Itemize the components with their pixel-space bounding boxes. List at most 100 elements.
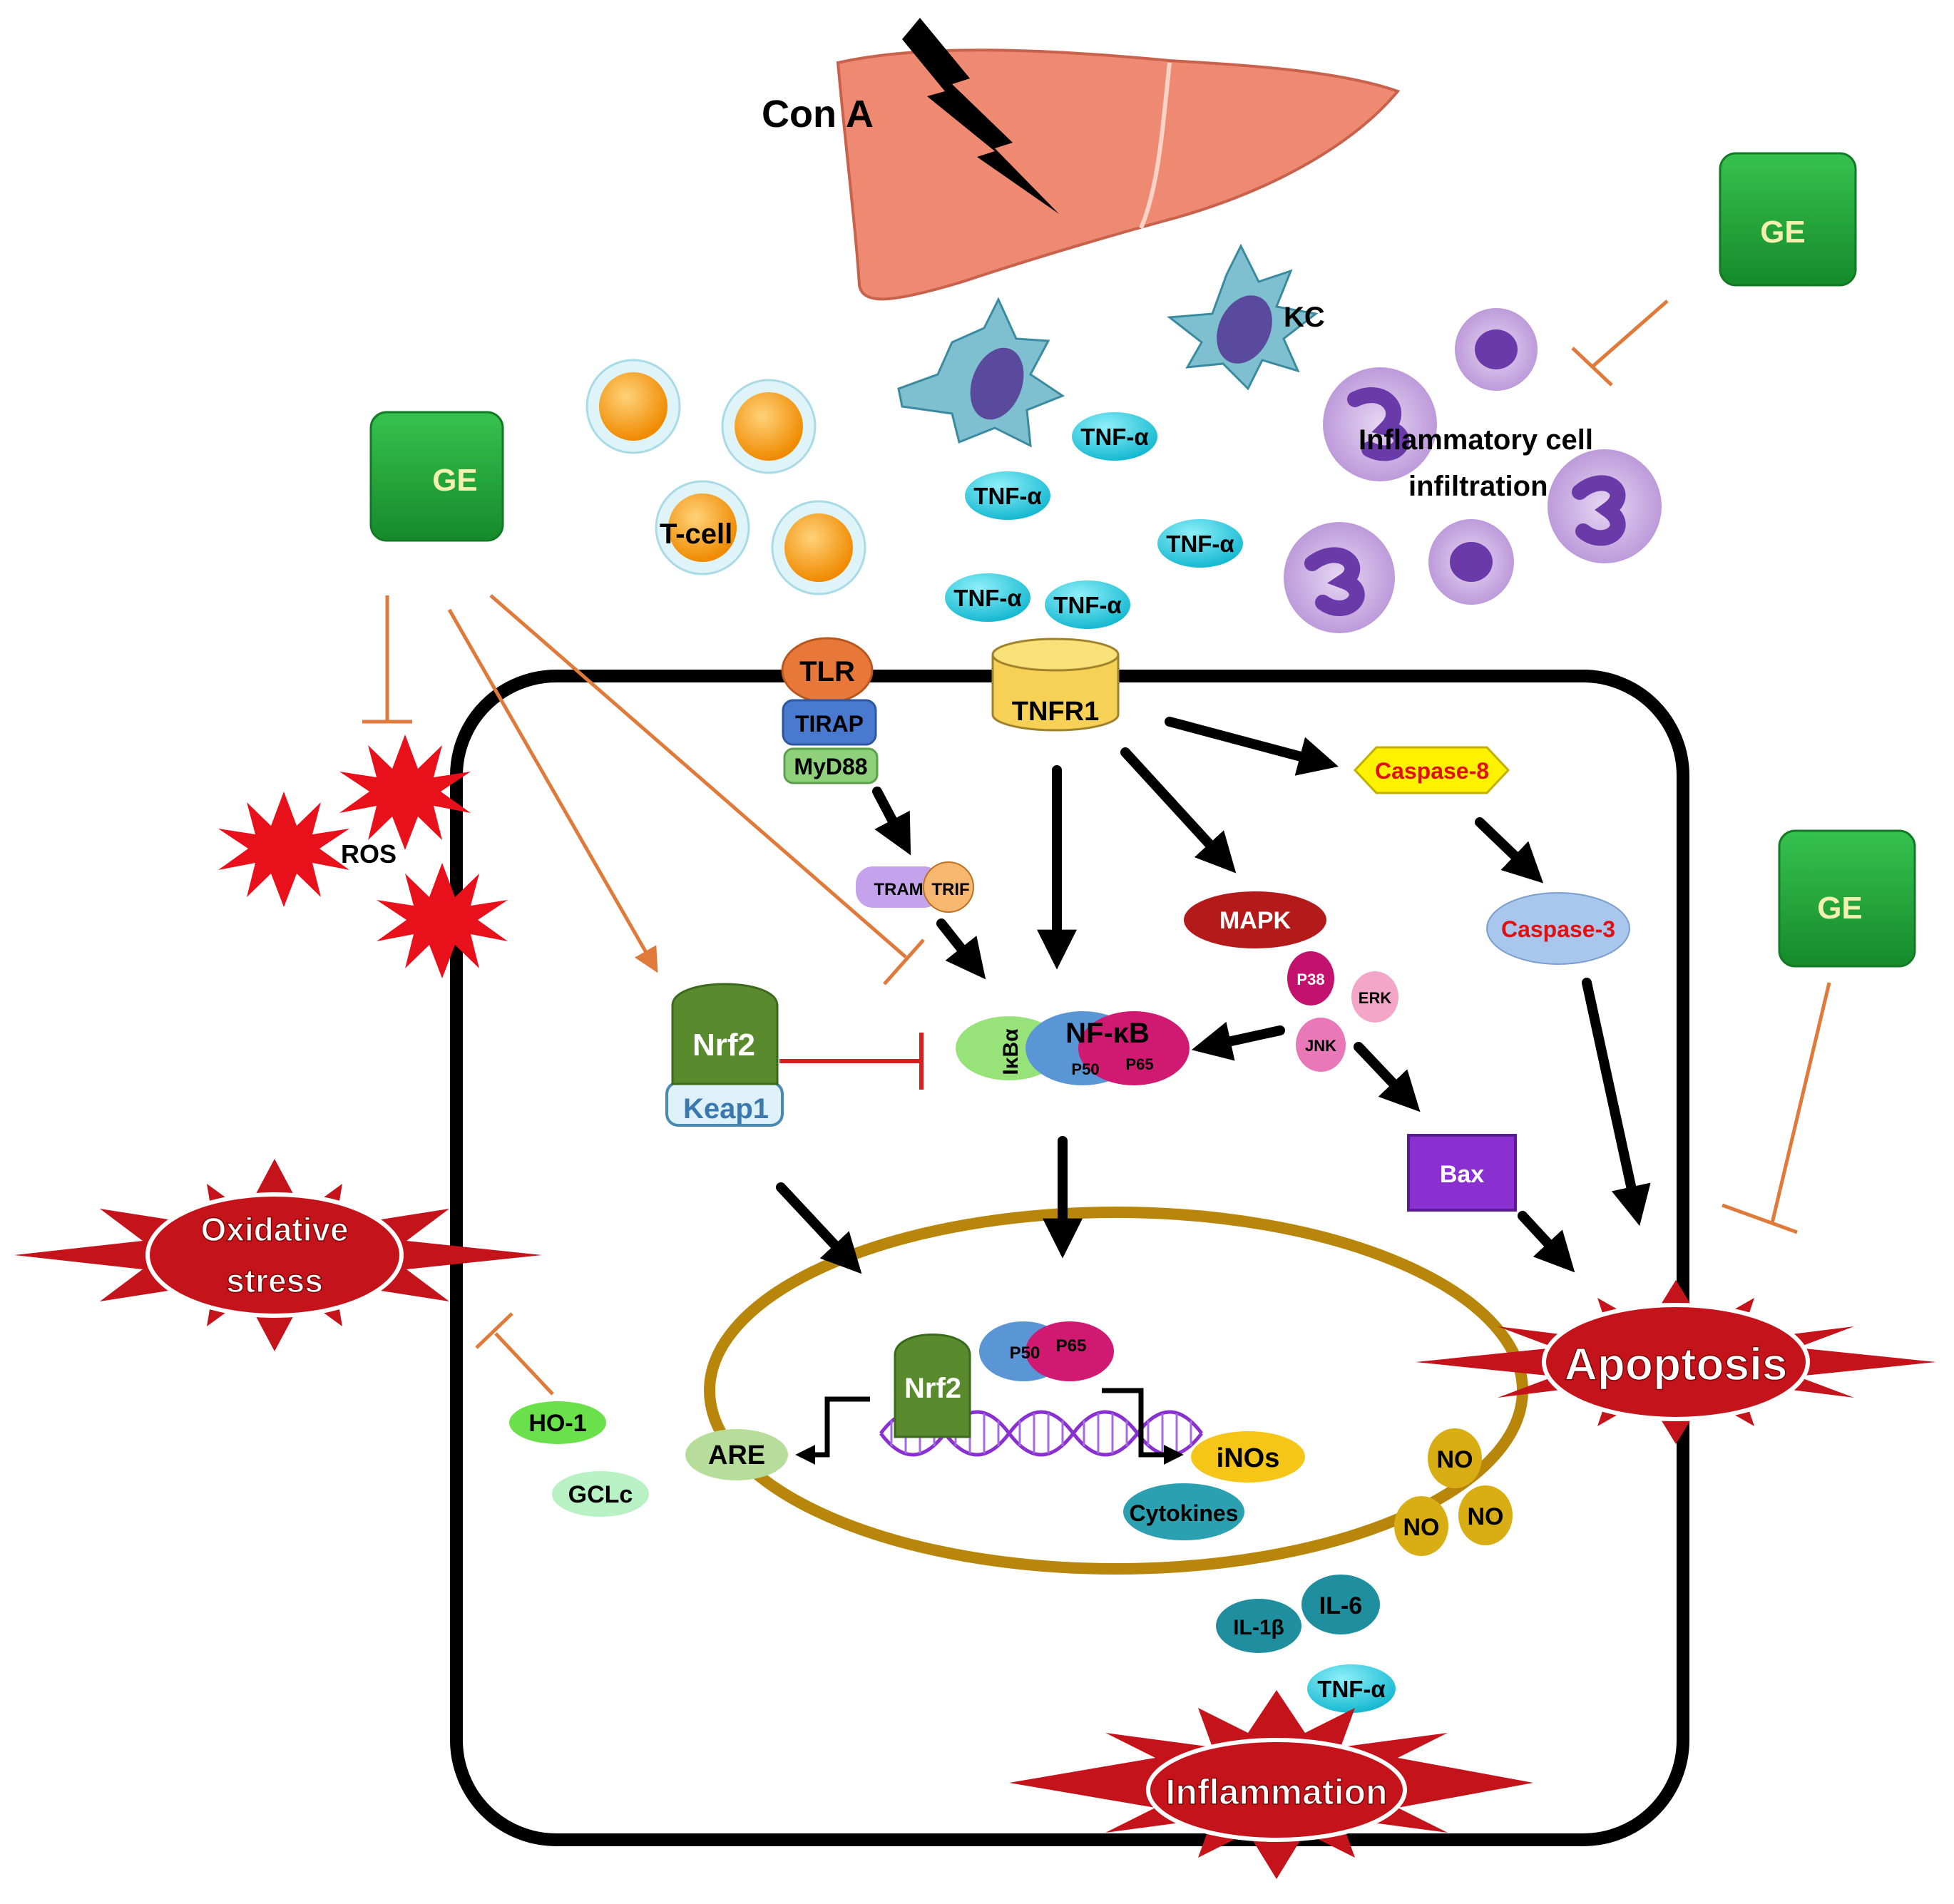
ros-burst-group — [218, 735, 508, 978]
svg-text:TRIF: TRIF — [931, 880, 969, 899]
no-molecule-2: NO — [1394, 1496, 1448, 1556]
svg-text:TNF-α: TNF-α — [1080, 424, 1148, 450]
svg-text:NO: NO — [1403, 1514, 1440, 1541]
ge-box-top-right: GE — [1719, 152, 1857, 287]
ho-1: HO-1 — [509, 1401, 606, 1444]
jnk-kinase: JNK — [1296, 1018, 1346, 1072]
svg-text:GE: GE — [1817, 891, 1863, 926]
nrf2-inhibit-nfkb — [779, 1033, 924, 1090]
svg-text:Nrf2: Nrf2 — [692, 1028, 755, 1063]
erk-kinase: ERK — [1351, 971, 1398, 1023]
tnf-alpha-1: TNF-α — [1072, 412, 1157, 461]
svg-text:MAPK: MAPK — [1219, 907, 1291, 934]
il-1b: IL-1β — [1216, 1599, 1301, 1653]
tnf-alpha-2: TNF-α — [965, 471, 1050, 520]
nfkb-complex: IκBα NF-κB P50 P65 — [956, 1011, 1190, 1085]
tnf-alpha-4: TNF-α — [945, 573, 1030, 622]
svg-text:Inflammation: Inflammation — [1165, 1772, 1387, 1812]
svg-text:NO: NO — [1437, 1446, 1473, 1473]
svg-text:IκBα: IκBα — [999, 1028, 1023, 1075]
svg-text:MyD88: MyD88 — [794, 754, 867, 779]
are-element: ARE — [685, 1429, 788, 1480]
tnf-alpha-inside: TNF-α — [1307, 1664, 1396, 1713]
svg-text:TNF-α: TNF-α — [1166, 531, 1234, 557]
transcription-arrows — [795, 1388, 1184, 1465]
no-molecule-1: NO — [1428, 1428, 1482, 1488]
gclc: GCLc — [552, 1471, 649, 1517]
tnf-alpha-5: TNF-α — [1045, 580, 1130, 629]
caspase-3: Caspase-3 — [1486, 892, 1630, 965]
svg-text:TRAM: TRAM — [874, 880, 923, 899]
mapk: MAPK — [1184, 891, 1326, 948]
svg-text:ARE: ARE — [708, 1440, 765, 1470]
t-cell-group — [585, 359, 866, 595]
myd88-adaptor: MyD88 — [783, 747, 879, 784]
svg-text:IL-6: IL-6 — [1319, 1592, 1362, 1619]
svg-text:GE: GE — [1760, 215, 1806, 250]
svg-text:Oxidative: Oxidative — [200, 1211, 348, 1248]
tnf-alpha-3: TNF-α — [1157, 519, 1243, 568]
inflammation-star: Inflammation — [1009, 1690, 1533, 1879]
inflammatory-cell-label: Inflammatory cell — [1359, 424, 1593, 456]
svg-text:TNFR1: TNFR1 — [1012, 697, 1099, 727]
lightning-bolt-icon — [902, 18, 1059, 214]
ge-box-left: GE — [369, 411, 504, 542]
activation-arrows — [776, 717, 1651, 1274]
svg-text:P65: P65 — [1125, 1055, 1153, 1073]
il-6: IL-6 — [1301, 1575, 1380, 1634]
cytokines: Cytokines — [1123, 1483, 1244, 1540]
inflammatory-cell-group — [1284, 308, 1662, 633]
svg-text:P50: P50 — [1071, 1060, 1099, 1078]
svg-text:TIRAP: TIRAP — [795, 711, 864, 737]
t-cell-label: T-cell — [660, 518, 732, 550]
svg-text:Caspase-8: Caspase-8 — [1375, 758, 1489, 784]
nuclear-p50-p65: P50 P65 — [979, 1321, 1114, 1381]
kc-label: KC — [1284, 302, 1325, 333]
inos: iNOs — [1191, 1431, 1305, 1483]
svg-text:Cytokines: Cytokines — [1130, 1500, 1239, 1526]
svg-text:Bax: Bax — [1440, 1161, 1484, 1188]
tnfr1-receptor: TNFR1 — [991, 638, 1120, 732]
ge-box-right: GE — [1778, 829, 1916, 968]
svg-text:GE: GE — [432, 463, 478, 498]
bax: Bax — [1407, 1134, 1517, 1212]
svg-text:Caspase-3: Caspase-3 — [1501, 916, 1615, 942]
svg-text:HO-1: HO-1 — [528, 1410, 586, 1437]
nuclear-nrf2: Nrf2 — [894, 1334, 971, 1438]
svg-text:TLR: TLR — [799, 656, 855, 687]
svg-text:GCLc: GCLc — [568, 1481, 633, 1508]
svg-text:Nrf2: Nrf2 — [904, 1373, 961, 1404]
svg-text:TNF-α: TNF-α — [1317, 1676, 1385, 1702]
svg-text:NO: NO — [1468, 1503, 1504, 1530]
svg-text:TNF-α: TNF-α — [973, 483, 1041, 509]
kupffer-cell-1 — [897, 297, 1065, 448]
tlr-receptor: TLR — [781, 637, 874, 704]
p38-kinase: P38 — [1287, 951, 1334, 1005]
tirap-adaptor: TIRAP — [782, 699, 877, 746]
svg-text:Apoptosis: Apoptosis — [1565, 1339, 1788, 1390]
svg-text:stress: stress — [226, 1262, 323, 1299]
svg-text:P50: P50 — [1010, 1343, 1040, 1363]
nrf2-keap1-complex: Nrf2 Keap1 — [665, 983, 784, 1127]
no-molecule-3: NO — [1458, 1485, 1513, 1545]
svg-text:JNK: JNK — [1305, 1037, 1336, 1055]
apoptosis-star: Apoptosis — [1416, 1280, 1936, 1444]
svg-text:IL-1β: IL-1β — [1233, 1616, 1284, 1639]
svg-text:TNF-α: TNF-α — [1053, 592, 1121, 618]
tram-trif-complex: TRAM TRIF — [856, 861, 974, 913]
svg-text:ERK: ERK — [1359, 989, 1392, 1007]
con-a-label: Con A — [762, 93, 874, 135]
svg-text:TNF-α: TNF-α — [953, 585, 1021, 611]
svg-text:P38: P38 — [1296, 971, 1324, 988]
oxidative-stress-star: Oxidative stress — [14, 1159, 542, 1351]
svg-text:NF-κB: NF-κB — [1065, 1018, 1150, 1049]
cell-membrane — [450, 670, 1689, 1846]
infiltration-label: infiltration — [1408, 471, 1548, 502]
liver-illustration — [836, 48, 1401, 301]
svg-text:Keap1: Keap1 — [683, 1093, 769, 1125]
caspase-8: Caspase-8 — [1353, 746, 1510, 794]
ge-effect-lines — [362, 300, 1831, 1396]
svg-text:iNOs: iNOs — [1217, 1443, 1280, 1473]
svg-text:P65: P65 — [1056, 1336, 1087, 1356]
